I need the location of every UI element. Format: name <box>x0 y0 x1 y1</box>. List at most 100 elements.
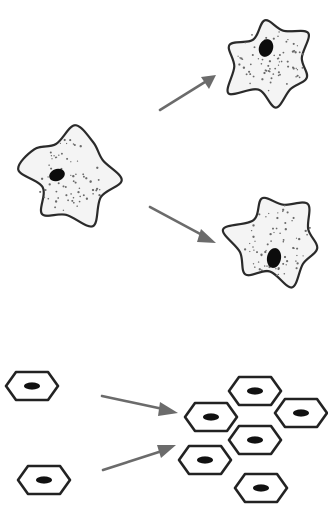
cell-membrane <box>223 198 317 288</box>
cytoplasm-granule <box>90 180 92 182</box>
cytoplasm-granule <box>296 248 298 250</box>
arrow-epithelial-bottom <box>103 445 176 470</box>
cytoplasm-granule <box>58 182 60 184</box>
cytoplasm-granule <box>292 247 294 249</box>
cytoplasm-granule <box>66 143 67 144</box>
nucleus <box>253 484 269 491</box>
cytoplasm-granule <box>269 68 271 70</box>
cytoplasm-granule <box>252 54 254 56</box>
cytoplasm-granule <box>39 191 41 193</box>
cytoplasm-granule <box>252 224 254 226</box>
cytoplasm-granule <box>249 73 251 75</box>
cytoplasm-granule <box>277 58 279 60</box>
cytoplasm-granule <box>244 42 245 43</box>
cytoplasm-granule <box>51 155 52 156</box>
cytoplasm-granule <box>253 76 255 78</box>
cytoplasm-granule <box>309 227 311 229</box>
cytoplasm-granule <box>56 157 57 158</box>
arrow-to-top-daughter <box>160 75 216 110</box>
cytoplasm-granule <box>270 240 272 242</box>
cytoplasm-granule <box>98 194 100 196</box>
cytoplasm-granule <box>254 266 256 268</box>
cytoplasm-granule <box>263 72 265 74</box>
cytoplasm-granule <box>278 65 279 66</box>
cytoplasm-granule <box>76 205 78 207</box>
cytoplasm-granule <box>55 191 57 193</box>
cytoplasm-granule <box>296 255 297 256</box>
cytoplasm-granule <box>287 211 289 213</box>
input-hexagon-cell-bottom <box>18 466 70 494</box>
epithelial-panel <box>6 372 327 502</box>
cytoplasm-granule <box>98 179 100 181</box>
cytoplasm-granule <box>77 160 78 161</box>
output-hexagon-cell <box>235 474 287 502</box>
cytoplasm-granule <box>287 61 289 63</box>
cytoplasm-granule <box>299 51 301 53</box>
cytoplasm-granule <box>276 228 278 230</box>
cytoplasm-granule <box>70 193 72 195</box>
cytoplasm-granule <box>99 189 100 190</box>
cytoplasm-granule <box>72 175 74 177</box>
arrow-to-bottom-daughter <box>150 207 216 243</box>
cytoplasm-granule <box>297 69 298 70</box>
cytoplasm-granule <box>273 232 274 233</box>
output-hexagon-cell <box>179 446 231 474</box>
cytoplasm-granule <box>296 262 298 264</box>
cytoplasm-granule <box>285 41 287 43</box>
cytoplasm-granule <box>281 61 283 63</box>
cytoplasm-granule <box>278 31 279 32</box>
cytoplasm-granule <box>278 71 280 73</box>
daughter-amoeboid-cell-top <box>228 20 309 107</box>
cytoplasm-granule <box>285 228 287 230</box>
cytoplasm-granule <box>268 70 270 72</box>
cytoplasm-granule <box>279 233 281 235</box>
cytoplasm-granule <box>253 263 254 264</box>
nucleus <box>24 382 40 389</box>
cytoplasm-granule <box>265 37 267 39</box>
cytoplasm-granule <box>273 55 275 57</box>
cytoplasm-granule <box>302 255 303 256</box>
cytoplasm-granule <box>64 139 66 141</box>
cytoplasm-granule <box>58 155 59 156</box>
cytoplasm-granule <box>258 261 259 262</box>
cytoplasm-granule <box>249 83 251 85</box>
cytoplasm-granule <box>83 176 85 178</box>
cytoplasm-granule <box>60 143 61 144</box>
cytoplasm-granule <box>251 230 252 231</box>
cytoplasm-granule <box>284 256 286 258</box>
cytoplasm-granule <box>66 158 68 160</box>
cytoplasm-granule <box>63 210 64 211</box>
nucleus <box>247 436 263 443</box>
cytoplasm-granule <box>80 145 82 147</box>
cytoplasm-granule <box>244 248 246 250</box>
cytoplasm-granule <box>306 234 308 236</box>
cytoplasm-granule <box>261 78 263 80</box>
cytoplasm-granule <box>269 233 271 235</box>
cytoplasm-granule <box>299 77 301 79</box>
cytoplasm-granule <box>55 200 57 202</box>
nucleus <box>203 413 219 420</box>
cytoplasm-granule <box>261 63 263 65</box>
cytoplasm-granule <box>283 52 285 54</box>
cytoplasm-granule <box>79 188 81 190</box>
cytoplasm-granule <box>51 158 52 159</box>
cytoplasm-granule <box>275 268 276 269</box>
amoeboid-panel <box>18 20 317 287</box>
cytoplasm-granule <box>48 164 50 166</box>
cytoplasm-granule <box>249 243 250 244</box>
cytoplasm-granule <box>92 189 94 191</box>
nucleus <box>247 387 263 394</box>
cytoplasm-granule <box>302 67 304 69</box>
cytoplasm-granule <box>266 265 267 266</box>
cytoplasm-granule <box>296 267 298 269</box>
cytoplasm-granule <box>53 155 54 156</box>
cytoplasm-granule <box>256 251 258 253</box>
cytoplasm-granule <box>252 246 254 248</box>
cytoplasm-granule <box>70 175 71 176</box>
cytoplasm-granule <box>293 43 295 45</box>
cytoplasm-granule <box>73 197 75 199</box>
cytoplasm-granule <box>278 75 280 77</box>
cytoplasm-granule <box>270 82 272 84</box>
nucleus <box>197 456 213 463</box>
